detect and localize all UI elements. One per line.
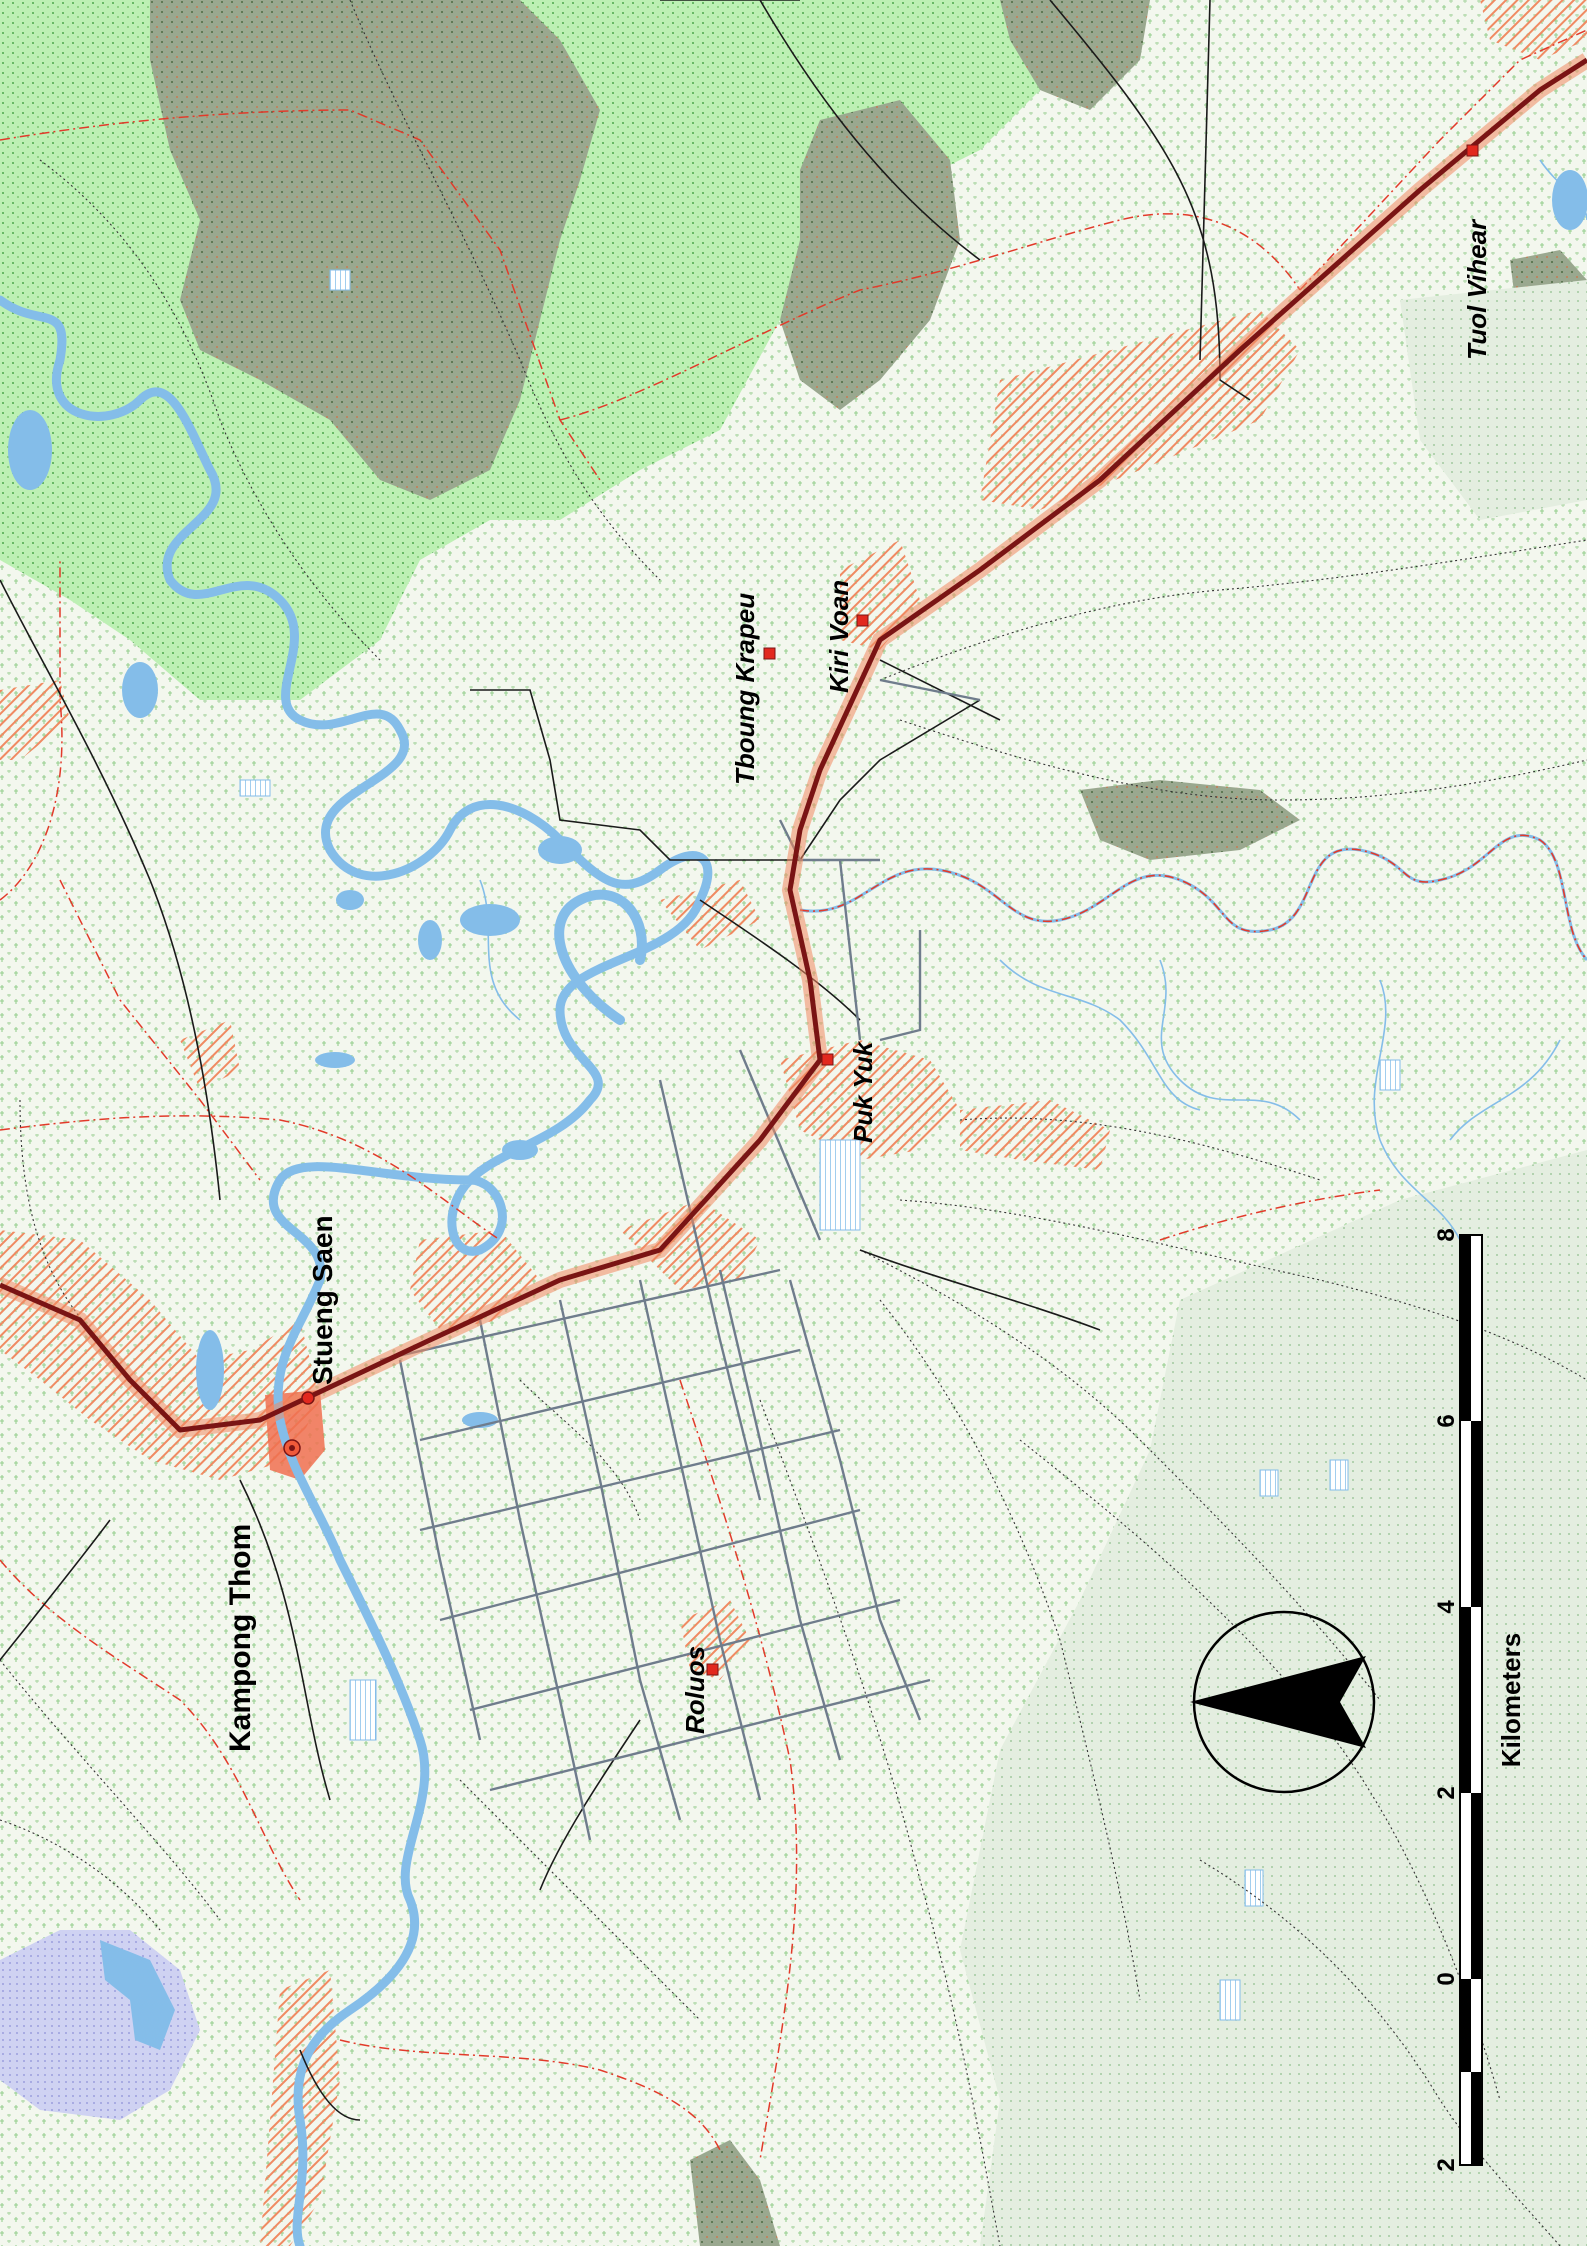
lake: [100, 1940, 175, 2050]
ponds: [8, 170, 1587, 1428]
puk-yuk-marker: [821, 1053, 834, 1066]
secondary-roads: [0, 0, 1251, 2121]
oxbow-lake: [554, 889, 647, 1025]
scale-tick-label: 4: [1433, 1600, 1460, 1614]
dense-forest-area: [1000, 0, 1150, 110]
scale-tick-label: 0: [1433, 1972, 1460, 1985]
label-stueng-saen: Stueng Saen: [307, 1215, 338, 1385]
irrigation-canals: [379, 678, 981, 1841]
label-tuol-vihear: Tuol Vihear: [1462, 218, 1492, 360]
stueng-saen-marker: [301, 1391, 315, 1405]
tboung-krapeu-marker: [763, 647, 776, 660]
label-kiri-voan: Kiri Voan: [824, 580, 854, 693]
dense-forest-area: [690, 2140, 780, 2246]
paddy-patches: [239, 269, 1401, 2021]
district-boundary: [799, 834, 1587, 961]
town-markers: [283, 144, 1479, 1676]
label-roluos: Roluos: [680, 1646, 710, 1734]
scale-tick-label: 2: [1433, 1786, 1460, 1799]
scale-tick-label: 6: [1433, 1414, 1460, 1427]
label-puk-yuk: Puk Yuk: [848, 1040, 878, 1143]
dense-forest-area: [1080, 780, 1300, 860]
north-arrow-icon: [1190, 1610, 1376, 1794]
minor-streams: [479, 159, 1587, 1241]
place-labels: Kampong Thom Stueng Saen Roluos Puk Yuk …: [224, 218, 1492, 1752]
dense-forest-area: [150, 0, 600, 500]
tuol-vihear-marker: [1466, 144, 1479, 157]
roluos-marker: [706, 1663, 719, 1676]
label-kampong-thom: Kampong Thom: [224, 1524, 257, 1752]
scale-tick-label: 2: [1433, 2158, 1460, 2171]
national-highway: [0, 57, 1587, 1433]
stueng-saen-river: [0, 295, 713, 2246]
kiri-voan-marker: [856, 614, 869, 627]
scale-bar: 2 0 2 4 6 8 Kilometers: [1433, 1228, 1526, 2171]
scale-tick-label: 8: [1433, 1228, 1460, 1241]
admin-boundaries: [0, 29, 1587, 2161]
scale-unit-label: Kilometers: [1496, 1633, 1526, 1767]
dense-forest-area: [780, 100, 960, 410]
label-tboung-krapeu: Tboung Krapeu: [730, 593, 760, 785]
scrub-area: [1400, 280, 1587, 520]
